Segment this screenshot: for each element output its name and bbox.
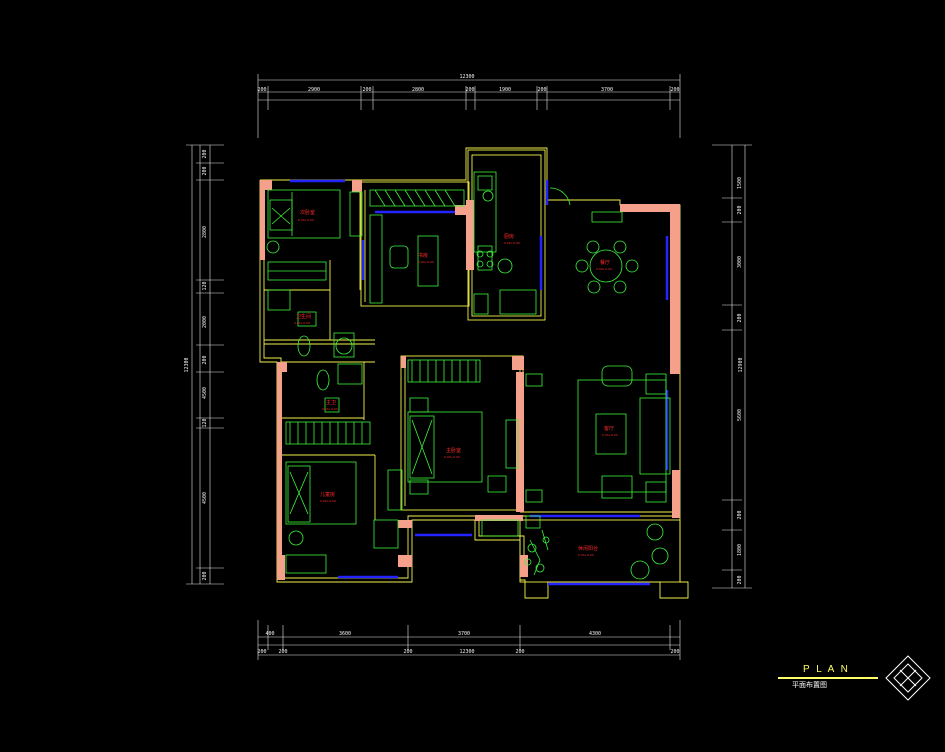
right-segment-label-1: 200 (737, 205, 743, 214)
left-segment-label-8: 4500 (202, 492, 208, 504)
left-segment-labels: 200 200 2800 120 2000 200 4500 120 4500 200 (202, 149, 208, 580)
room-area-master-bath: 0.00+0.00 (322, 407, 338, 411)
room-label-master-bedroom: 主卧室 (446, 447, 461, 454)
top-segment-label-6: 200 (537, 87, 546, 93)
left-total-dimension: 12300 (184, 357, 190, 372)
columns (260, 180, 680, 580)
bottom-dimension-lines (257, 620, 681, 660)
bottom-upper-label-0: 400 (265, 631, 274, 637)
bottom-upper-labels: 400 3600 3700 4300 (265, 631, 601, 637)
room-label-dining: 餐厅 (600, 259, 610, 266)
bottom-lower-labels: 200 200 200 200 200 (257, 649, 679, 655)
top-segment-label-8: 200 (670, 87, 679, 93)
right-segment-label-7: 200 (737, 575, 743, 584)
bottom-lower-label-2: 200 (403, 649, 412, 655)
right-segment-label-3: 200 (737, 313, 743, 322)
right-segment-labels: 1500 200 3000 200 5600 200 1800 200 (737, 177, 743, 585)
left-segment-label-9: 200 (202, 571, 208, 580)
furniture (266, 171, 671, 580)
left-segment-label-7: 120 (202, 418, 208, 427)
left-segment-label-0: 200 (202, 149, 208, 158)
top-total-dimension: 12300 (459, 74, 474, 80)
left-dimension-lines (186, 144, 224, 585)
bottom-lower-label-3: 200 (515, 649, 524, 655)
right-segment-label-2: 3000 (737, 256, 743, 268)
bottom-upper-label-3: 4300 (589, 631, 601, 637)
top-segment-label-2: 200 (362, 87, 371, 93)
windows (290, 179, 669, 586)
left-segment-label-5: 200 (202, 355, 208, 364)
room-area-second-bedroom: 0.00+0.00 (298, 218, 314, 222)
bottom-lower-label-4: 200 (670, 649, 679, 655)
plan-label: P L A N (803, 664, 850, 675)
top-segment-label-4: 200 (465, 87, 474, 93)
room-label-balcony: 休闲阳台 (578, 545, 598, 552)
left-segment-label-1: 200 (202, 166, 208, 175)
room-label-second-bedroom: 次卧室 (300, 209, 315, 216)
top-segment-labels: 200 2900 200 2800 200 1900 200 3700 200 (257, 87, 679, 93)
right-segment-label-0: 1500 (737, 177, 743, 189)
top-segment-label-0: 200 (257, 87, 266, 93)
room-area-child-room: 0.00+0.00 (320, 499, 336, 503)
top-segment-label-1: 2900 (308, 87, 320, 93)
room-area-master-bedroom: 0.00+0.00 (444, 455, 460, 459)
room-label-bathroom: 卫生间 (296, 313, 311, 320)
room-label-living: 客厅 (604, 425, 614, 432)
bottom-total-dimension: 12300 (459, 649, 474, 655)
plan-subtitle: 平面布置图 (792, 680, 827, 689)
room-label-kitchen: 厨房 (504, 233, 514, 240)
bottom-lower-label-0: 200 (257, 649, 266, 655)
top-dimension-lines (257, 74, 681, 138)
top-segment-label-7: 3700 (601, 87, 613, 93)
room-area-kitchen: 0.00+0.00 (504, 241, 520, 245)
room-area-bathroom: 0.00+0.00 (294, 321, 310, 325)
room-area-balcony: 0.00+0.00 (578, 553, 594, 557)
right-dimension-lines (712, 144, 752, 589)
north-diamond-icon (885, 655, 931, 701)
room-area-study: 0.00+0.00 (418, 260, 434, 264)
left-segment-label-4: 2000 (202, 316, 208, 328)
room-labels: 次卧室 0.00+0.00 书房 0.00+0.00 厨房 0.00+0.00 … (294, 209, 618, 557)
bottom-upper-label-1: 3600 (339, 631, 351, 637)
bottom-lower-label-1: 200 (278, 649, 287, 655)
room-label-master-bath: 主卫 (326, 399, 336, 406)
left-segment-label-2: 2800 (202, 226, 208, 238)
right-segment-label-5: 200 (737, 510, 743, 519)
left-segment-label-6: 4500 (202, 387, 208, 399)
right-segment-label-4: 5600 (737, 409, 743, 421)
right-total-dimension: 12900 (738, 357, 744, 372)
bottom-upper-label-2: 3700 (458, 631, 470, 637)
room-area-dining: 0.00+0.00 (596, 267, 612, 271)
room-area-living: 0.00+0.00 (602, 433, 618, 437)
room-label-child-room: 儿童房 (320, 491, 335, 498)
top-segment-label-5: 1900 (499, 87, 511, 93)
left-segment-label-3: 120 (202, 281, 208, 290)
top-segment-label-3: 2800 (412, 87, 424, 93)
right-segment-label-6: 1800 (737, 544, 743, 556)
title-block: P L A N 平面布置图 (778, 655, 931, 701)
room-label-study: 书房 (418, 252, 428, 259)
